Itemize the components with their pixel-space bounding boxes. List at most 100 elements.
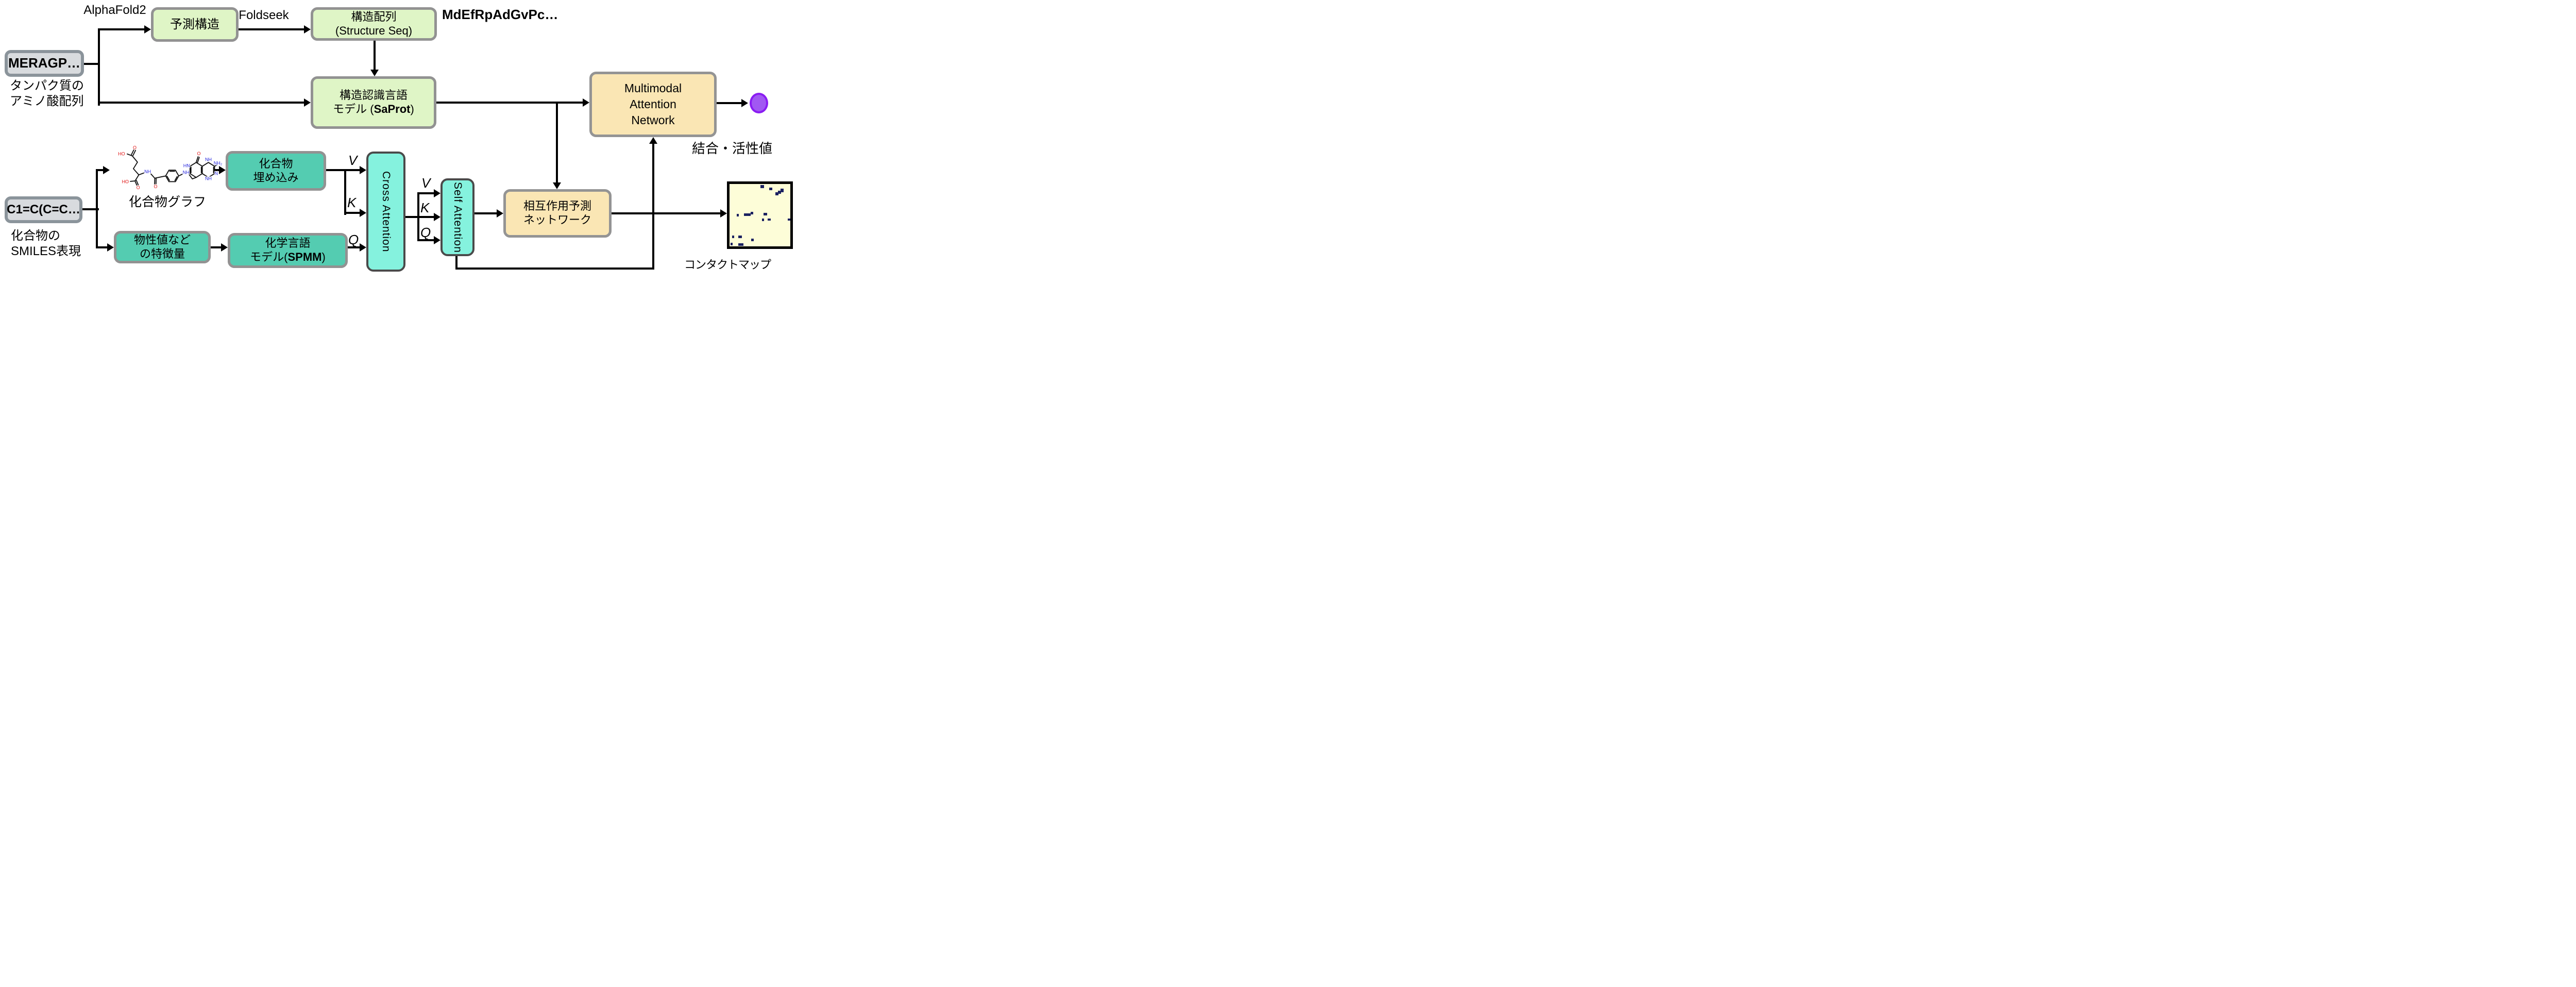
- chem-language-model-box: 化学言語 モデル(SPMM): [228, 233, 348, 268]
- contact-map-label: コンタクトマップ: [684, 258, 771, 271]
- connector: [417, 216, 434, 218]
- connector: [84, 63, 100, 65]
- arrowhead: [219, 166, 226, 174]
- binding-activity-label: 結合・活性値: [691, 141, 772, 156]
- contact-map-cell: [732, 235, 735, 238]
- arrowhead: [304, 25, 311, 34]
- connector: [344, 169, 346, 215]
- contact-map-cell: [738, 243, 744, 246]
- contact-map-cell: [777, 190, 781, 194]
- arrowhead: [497, 209, 503, 218]
- connector: [239, 28, 304, 30]
- arrowhead: [360, 209, 366, 217]
- arrowhead: [304, 98, 311, 107]
- k-label-self: K: [420, 200, 430, 215]
- contact-map: [727, 181, 793, 249]
- compound-embedding-box: 化合物 埋め込み: [226, 151, 326, 191]
- k-label-cross: K: [347, 195, 357, 210]
- binding-output-node: [750, 93, 768, 113]
- contact-map-cell: [738, 235, 742, 238]
- connector: [405, 216, 419, 218]
- connector: [98, 28, 145, 30]
- arrowhead: [144, 25, 151, 34]
- contact-map-cell: [743, 213, 751, 216]
- cross-attention-box: Cross Attention: [366, 152, 405, 272]
- arrowhead: [221, 243, 228, 252]
- molecule-pteridine: [189, 156, 218, 178]
- connector: [652, 143, 654, 270]
- contact-map-cell: [761, 219, 764, 221]
- multimodal-line2: Attention: [630, 97, 676, 111]
- arrowhead: [360, 243, 366, 252]
- arrowhead: [434, 236, 440, 244]
- interaction-network-box: 相互作用予測 ネットワーク: [503, 189, 612, 238]
- property-features-box: 物性値など の特徴量: [114, 231, 211, 263]
- arrowhead: [583, 98, 589, 107]
- compound-graph-label: 化合物グラフ: [128, 195, 206, 209]
- arrowhead: [434, 213, 440, 221]
- atom-label: N: [215, 171, 218, 176]
- atom-label: NH: [205, 176, 212, 181]
- atom-label: NH₂: [214, 160, 223, 165]
- connector: [326, 169, 347, 171]
- binding-output-node-core: [752, 95, 766, 111]
- alphafold2-label: AlphaFold2: [83, 3, 146, 17]
- connector: [96, 169, 98, 248]
- connector: [98, 28, 100, 106]
- contact-map-cell: [730, 243, 733, 246]
- protein-sequence-box: MERAGP…: [5, 50, 84, 77]
- multimodal-line3: Network: [631, 113, 675, 127]
- protein-caption-line1: タンパク質の: [10, 79, 84, 93]
- connector: [455, 256, 457, 270]
- protein-caption-line2: アミノ酸配列: [10, 94, 84, 108]
- atom-label: O: [133, 145, 137, 150]
- connector: [96, 169, 104, 171]
- q-label-self: Q: [420, 225, 431, 240]
- atom-label: NH: [183, 170, 190, 175]
- saprot-line1: 構造認識言語: [339, 89, 408, 102]
- connector: [474, 212, 497, 214]
- contact-map-cell: [764, 213, 768, 216]
- connector: [348, 246, 360, 248]
- connector: [417, 192, 434, 194]
- chemlm-line1: 化学言語: [265, 237, 311, 250]
- connector: [455, 267, 654, 270]
- compound-caption-line2: SMILES表現: [11, 244, 81, 258]
- chemlm-line2: モデル(SPMM): [250, 250, 326, 263]
- contact-map-cell: [736, 214, 739, 216]
- compound-embedding-line2: 埋め込み: [253, 171, 299, 184]
- arrowhead: [360, 166, 366, 174]
- contact-map-cell: [767, 218, 771, 221]
- connector: [436, 102, 583, 104]
- atom-label: NH: [205, 157, 212, 162]
- predicted-structure-box: 予測構造: [151, 7, 239, 42]
- compound-embedding-line1: 化合物: [259, 157, 293, 170]
- self-attention-text: Self Attention: [451, 181, 464, 253]
- property-features-line2: の特徴量: [139, 247, 185, 260]
- self-attention-box: Self Attention: [440, 178, 474, 256]
- contact-map-cell: [775, 192, 778, 196]
- interaction-line2: ネットワーク: [523, 213, 591, 226]
- connector: [374, 41, 376, 70]
- connector: [717, 102, 742, 104]
- contact-map-cell: [769, 187, 772, 191]
- connector: [417, 239, 434, 241]
- arrowhead: [103, 166, 110, 174]
- arrowhead: [720, 209, 727, 218]
- connector: [98, 102, 304, 104]
- compound-caption-line1: 化合物の: [11, 229, 60, 243]
- foldseek-label: Foldseek: [239, 8, 289, 22]
- structure-seq-line2: (Structure Seq): [335, 24, 413, 37]
- smiles-box: C1=C(C=C…: [5, 196, 82, 223]
- arrowhead: [741, 99, 748, 107]
- structure-seq-sample: MdEfRpAdGvPc…: [442, 7, 558, 22]
- interaction-line1: 相互作用予測: [523, 199, 591, 213]
- diagram-canvas: MERAGP… タンパク質の アミノ酸配列 AlphaFold2 Foldsee…: [0, 0, 796, 277]
- v-label-self: V: [421, 175, 431, 191]
- structure-seq-line1: 構造配列: [351, 10, 397, 23]
- molecule-bonds: [127, 149, 166, 187]
- contact-map-cell: [760, 185, 764, 189]
- connector: [344, 212, 360, 214]
- arrowhead: [434, 189, 440, 197]
